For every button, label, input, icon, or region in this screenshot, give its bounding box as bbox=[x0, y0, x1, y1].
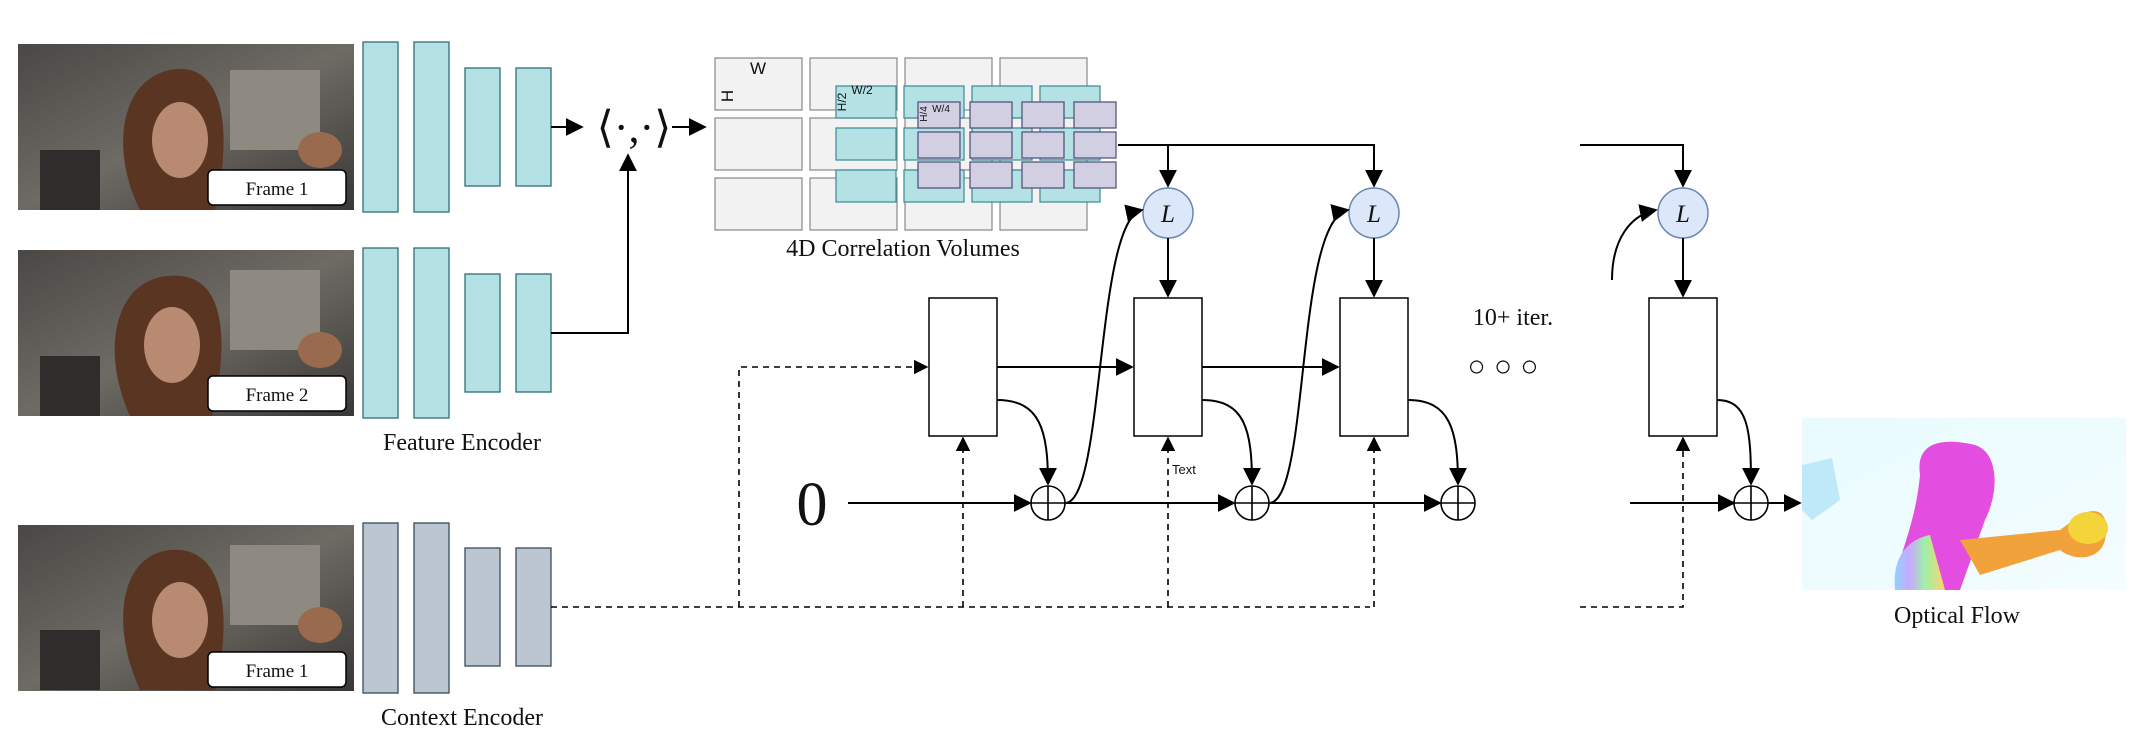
input-frame-2: Frame 2 bbox=[18, 250, 354, 416]
correlation-pyramid-level-2 bbox=[917, 101, 1117, 189]
feature-encoder-frame-2 bbox=[362, 247, 552, 419]
dim-h2-label: H/2 bbox=[835, 92, 849, 111]
frame2-features-arrow bbox=[551, 153, 637, 334]
feature-encoder-label: Feature Encoder bbox=[383, 430, 541, 456]
iteration-ellipsis: ○ ○ ○ bbox=[1467, 350, 1538, 383]
feature-encoder-frame-1 bbox=[362, 41, 552, 213]
correlation-volumes-label: 4D Correlation Volumes bbox=[786, 236, 1020, 262]
frame-2-label: Frame 2 bbox=[246, 385, 309, 406]
delta-flow-arrows bbox=[996, 399, 1760, 486]
frame-1-label: Frame 1 bbox=[246, 179, 309, 200]
correlation-to-lookup-2 bbox=[1118, 144, 1383, 188]
lookup-3-symbol: L bbox=[1675, 201, 1690, 228]
optical-flow-output-image bbox=[1802, 418, 2126, 590]
context-feature-lines bbox=[551, 359, 1691, 608]
dim-h-label: H bbox=[718, 90, 737, 102]
sum-nodes bbox=[1030, 485, 1769, 521]
update-blocks bbox=[928, 297, 1718, 437]
lookup-2-symbol: L bbox=[1366, 201, 1381, 228]
stray-text-label: Text bbox=[1172, 462, 1196, 477]
context-encoder-label: Context Encoder bbox=[381, 705, 543, 731]
dim-w-label: W bbox=[750, 59, 766, 78]
lookup-1-symbol: L bbox=[1160, 201, 1175, 228]
correlation-to-lookup-3 bbox=[1580, 144, 1692, 188]
lookup-operators bbox=[1142, 187, 1709, 239]
frame-3-label: Frame 1 bbox=[246, 661, 309, 682]
lookup-to-update-arrows bbox=[1159, 238, 1692, 298]
input-frame-1: Frame 1 bbox=[18, 44, 354, 210]
context-encoder bbox=[362, 522, 552, 694]
inner-product-operator: ⟨·,·⟩ bbox=[597, 103, 672, 152]
optical-flow-label: Optical Flow bbox=[1894, 603, 2021, 629]
iterations-label: 10+ iter. bbox=[1473, 305, 1553, 331]
dim-w4-label: W/4 bbox=[932, 104, 950, 115]
input-frame-3: Frame 1 bbox=[18, 525, 354, 691]
initial-flow-zero: 0 bbox=[797, 471, 828, 539]
dim-w2-label: W/2 bbox=[851, 83, 873, 97]
flow-to-lookup-arrows bbox=[1064, 204, 1658, 504]
dim-h4-label: H/4 bbox=[919, 106, 930, 122]
